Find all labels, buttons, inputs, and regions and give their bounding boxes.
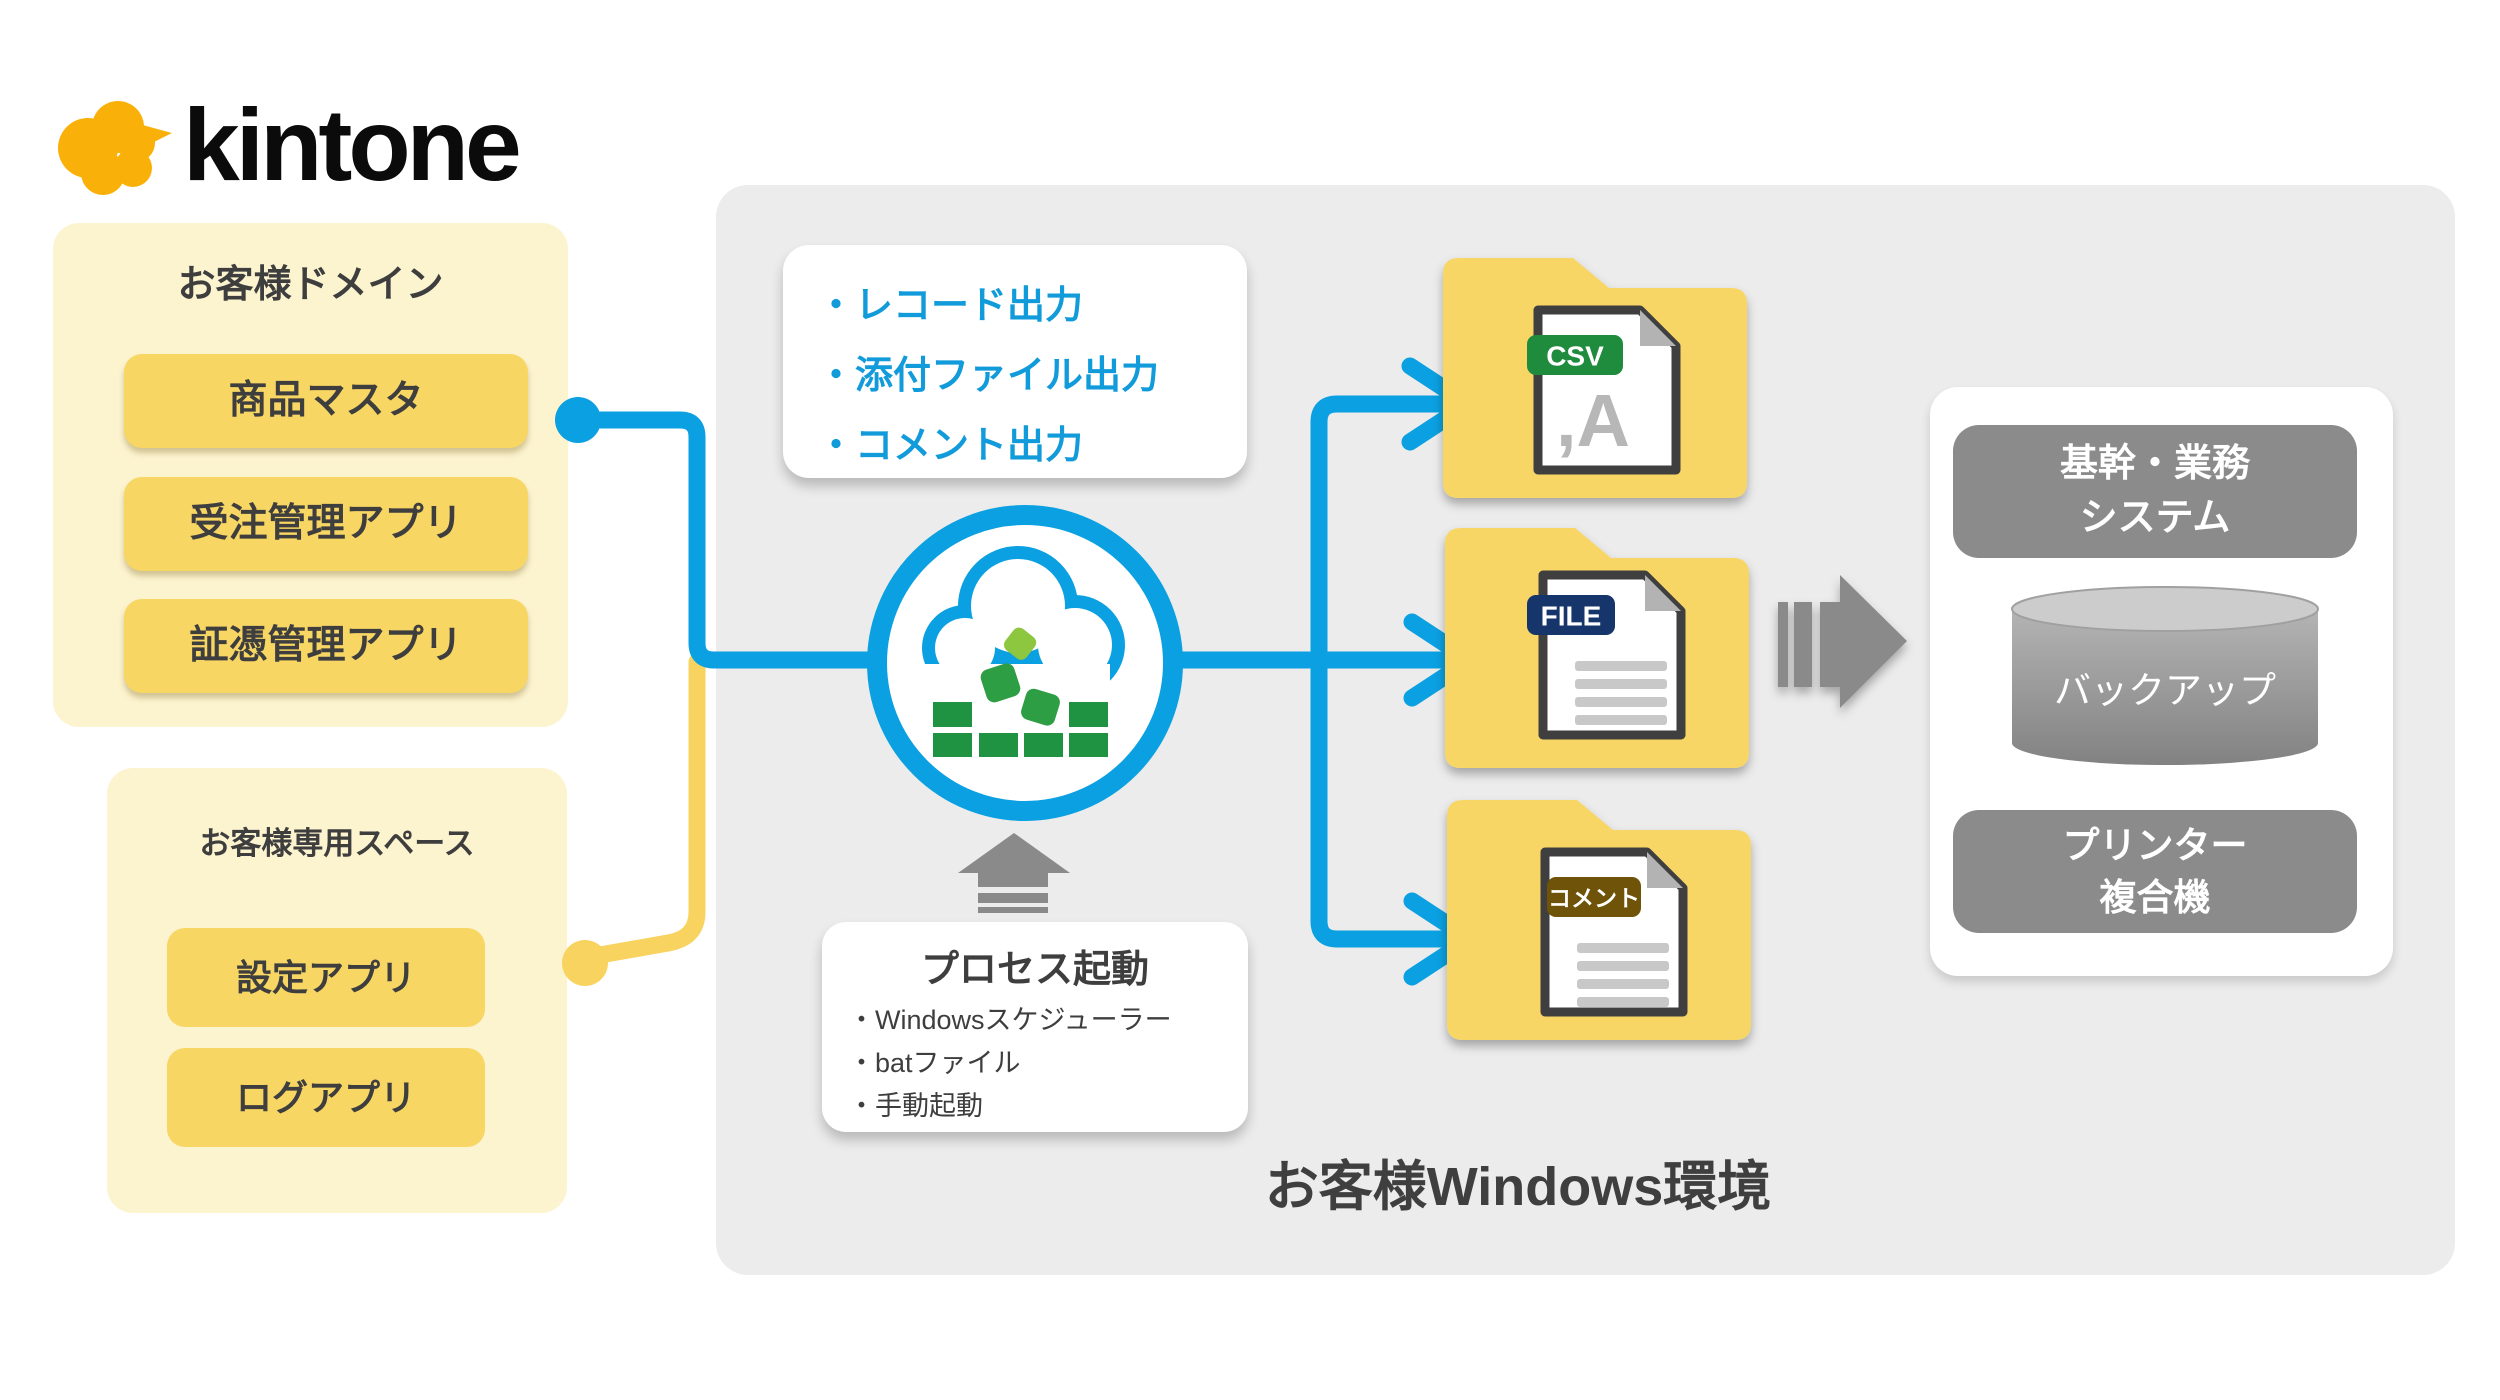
process-item-scheduler: ・Windowsスケジューラー [848, 1005, 1172, 1035]
app-box-order-management: 受注管理アプリ [124, 477, 528, 571]
windows-env-label: お客様Windows環境 [1264, 1157, 1772, 1217]
core-system-line1: 基幹・業務 [2059, 443, 2250, 485]
connector-dot-yellow [562, 940, 608, 986]
process-item-manual: ・手動起動 [848, 1091, 983, 1121]
app-box-product-master: 商品マスタ [124, 354, 528, 448]
callout-item-record: ・レコード出力 [817, 285, 1084, 327]
app-box-evidence-management: 証憑管理アプリ [124, 599, 528, 693]
connector-yellow-settings [591, 653, 706, 964]
customer-domain-title: お客様ドメイン [177, 264, 444, 306]
kintone-cloud-icon [58, 101, 172, 195]
printer-line1: プリンター [2062, 825, 2248, 866]
customer-space-title: お客様専用スペース [199, 826, 475, 861]
app-box-settings: 設定アプリ [167, 928, 485, 1027]
kintone-logo-text: kintone [183, 88, 522, 202]
printer-line2: 複合機 [2099, 877, 2211, 918]
process-launch-title: プロセス起動 [920, 949, 1149, 991]
process-item-bat: ・batファイル [848, 1048, 1021, 1078]
customer-domain-panel: お客様ドメイン 商品マスタ 受注管理アプリ 証憑管理アプリ [53, 223, 568, 727]
target-system-panel: 基幹・業務 システム プリンター 複合機 [1930, 387, 2393, 976]
core-system-line2: システム [2079, 497, 2231, 539]
callout-item-comment: ・コメント出力 [817, 425, 1084, 467]
printer-box: プリンター 複合機 [1953, 810, 2357, 933]
customer-space-panel: お客様専用スペース 設定アプリ ログアプリ [107, 768, 567, 1213]
core-system-box: 基幹・業務 システム [1953, 425, 2357, 558]
app-box-log: ログアプリ [167, 1048, 485, 1147]
output-callout: ・レコード出力 ・添付ファイル出力 ・コメント出力 [783, 245, 1247, 478]
callout-item-attachment: ・添付ファイル出力 [817, 355, 1160, 397]
kintone-logo: kintone [48, 93, 568, 203]
process-launch-box: プロセス起動 ・Windowsスケジューラー ・batファイル ・手動起動 [822, 922, 1248, 1132]
